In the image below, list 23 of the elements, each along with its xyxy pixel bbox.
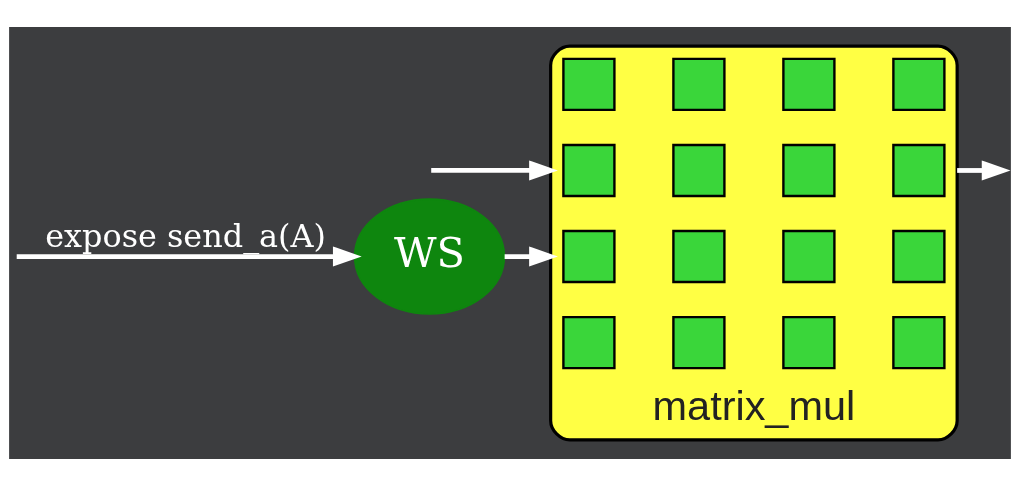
node-box (782, 229, 836, 283)
node-box (892, 143, 946, 197)
arrow (16, 246, 362, 267)
node-box (672, 143, 726, 197)
node-box (562, 57, 616, 111)
arrow (504, 246, 558, 267)
node-box (562, 229, 616, 283)
node-ellipse: WS (353, 197, 506, 315)
node-box (892, 229, 946, 283)
node-box (892, 57, 946, 111)
arrow (957, 159, 1011, 181)
node-box (672, 229, 726, 283)
cluster: matrix_mul (549, 44, 959, 441)
node-box (672, 315, 726, 369)
node-box (672, 57, 726, 111)
arrow (431, 159, 558, 181)
node-box (782, 143, 836, 197)
edge-label: expose send_a(A) (45, 216, 326, 255)
node-box (562, 315, 616, 369)
node-box (562, 143, 616, 197)
node-box (892, 315, 946, 369)
node-box (782, 315, 836, 369)
node-box (782, 57, 836, 111)
